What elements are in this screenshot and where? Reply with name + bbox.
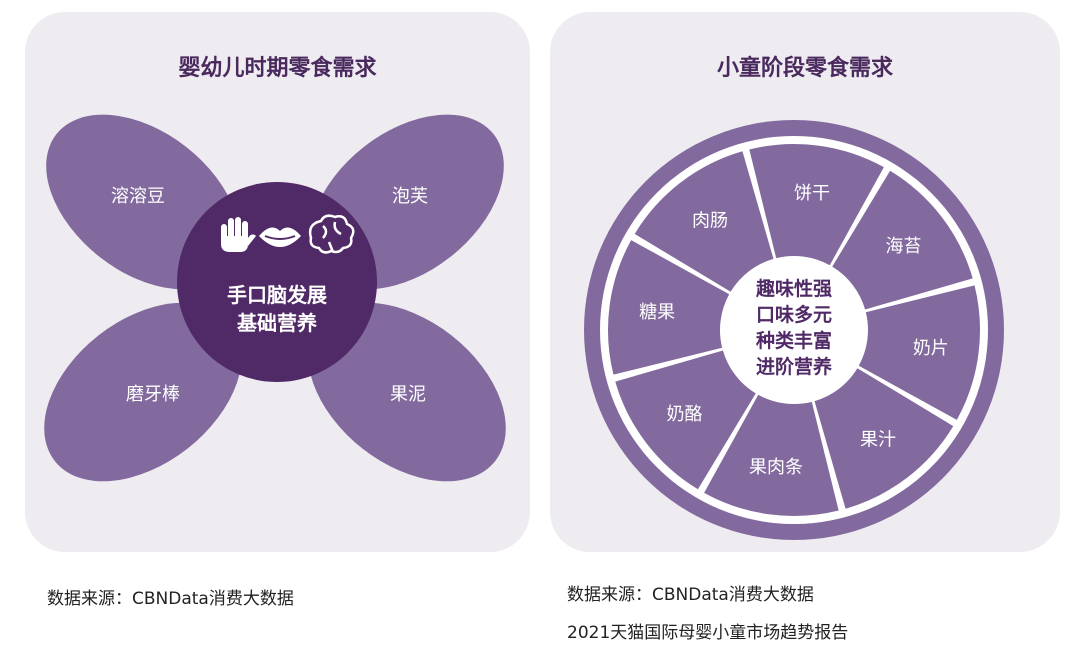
wheel-segment-label: 奶酪: [667, 404, 703, 425]
petal-label-3: 磨牙棒: [126, 384, 180, 405]
wheel-center-line2: 口味多元: [756, 303, 832, 326]
wheel-center-circle: [724, 260, 864, 400]
petal-label-1: 溶溶豆: [111, 186, 165, 207]
wheel-segment: [634, 151, 774, 292]
wheel-segment-label: 肉肠: [692, 211, 728, 232]
left-panel: 婴幼儿时期零食需求 溶溶豆 泡芙 磨牙棒 果泥 手口脑: [25, 12, 530, 552]
wheel-segment: [608, 240, 730, 375]
petal-label-4: 果泥: [390, 384, 426, 405]
wheel-segment: [615, 350, 756, 490]
source-left: 数据来源：CBNData消费大数据: [47, 589, 294, 609]
wheel-segment: [858, 285, 980, 420]
petal-bottom-left: [44, 302, 242, 482]
source-right-line2: 2021天猫国际母婴小童市场趋势报告: [567, 623, 849, 643]
petal-bottom-right: [308, 302, 506, 482]
center-text-line2: 基础营养: [237, 311, 317, 335]
butterfly-diagram: 溶溶豆 泡芙 磨牙棒 果泥 手口脑发展 基础营养: [44, 114, 506, 482]
wheel-segment: [704, 394, 839, 516]
wheel-segment-label: 果汁: [860, 429, 896, 450]
wheel-segment-label: 饼干: [794, 183, 830, 204]
wheel-segment: [814, 368, 954, 509]
right-panel-title: 小童阶段零食需求: [716, 56, 893, 81]
left-panel-title: 婴幼儿时期零食需求: [178, 56, 377, 81]
wheel-center-line4: 进阶营养: [756, 355, 832, 378]
wheel-center-line3: 种类丰富: [755, 329, 832, 352]
wheel-segment-label: 果肉条: [749, 457, 803, 478]
petal-label-2: 泡芙: [392, 186, 428, 207]
lips-icon: [259, 227, 301, 247]
wheel-segment-label: 海苔: [885, 236, 921, 257]
center-text-line1: 手口脑发展: [227, 283, 327, 307]
wheel-segment-label: 糖果: [639, 302, 675, 323]
right-panel: 小童阶段零食需求 饼干海苔奶片果汁果肉条 奶酪 糖果 肉肠 趣味性强 口味多元 种类丰…: [550, 12, 1060, 552]
center-circle: [177, 182, 377, 382]
hand-icon: [221, 217, 256, 252]
source-right-line1: 数据来源：CBNData消费大数据: [567, 585, 814, 605]
wheel-segment-label: 奶片: [913, 338, 949, 359]
brain-icon: [308, 214, 355, 254]
wheel-segment: [749, 144, 884, 266]
wheel-segment: [832, 170, 973, 310]
wheel-center-line1: 趣味性强: [755, 277, 832, 300]
